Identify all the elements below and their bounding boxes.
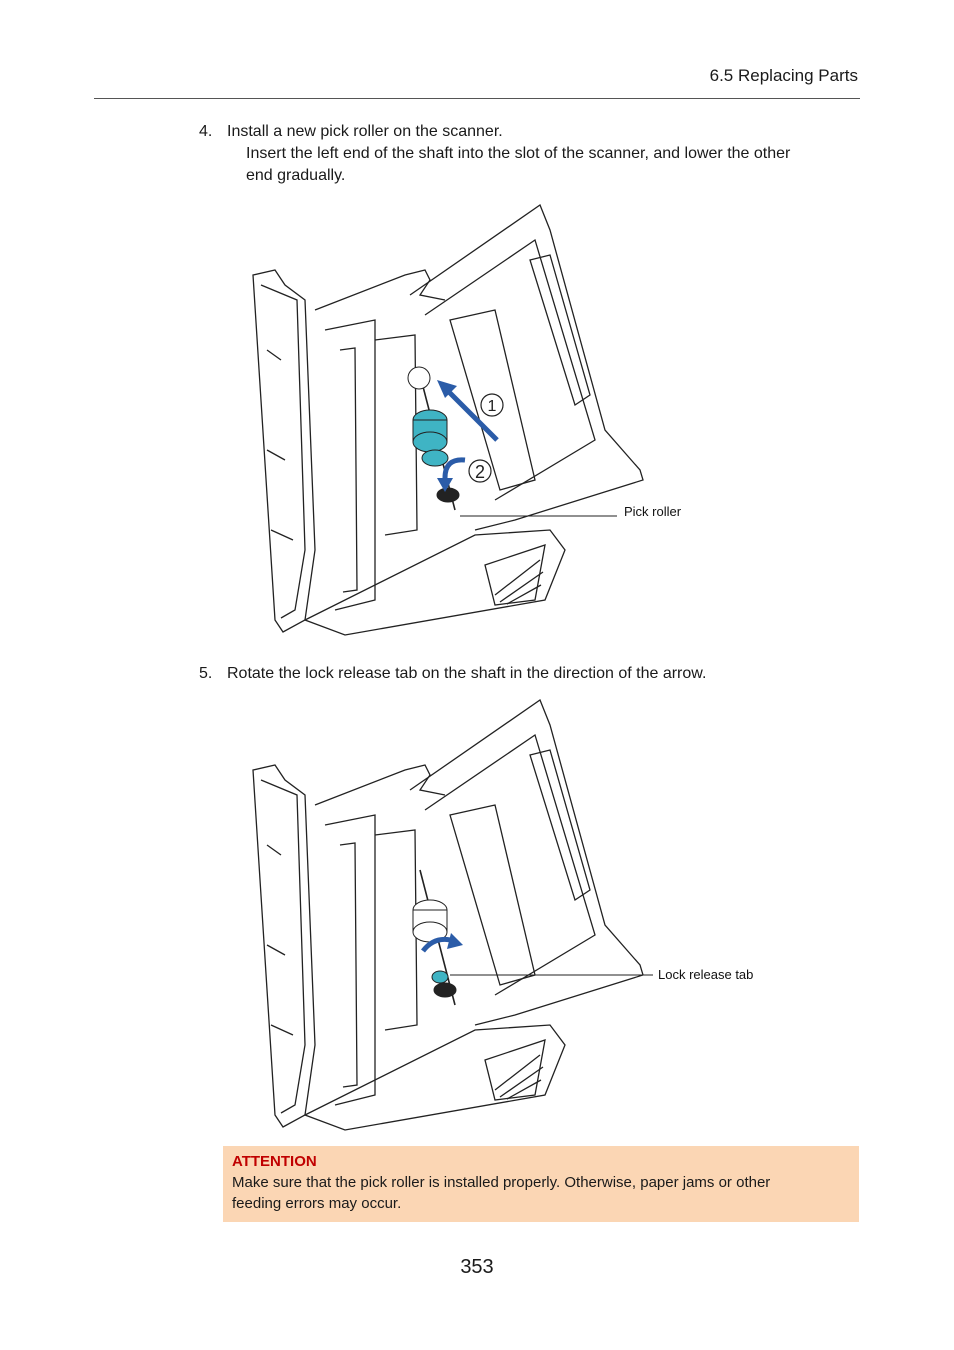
scanner-illustration-insert-roller: 1 2 <box>252 204 644 636</box>
step-detail-line1: Insert the left end of the shaft into th… <box>246 145 791 162</box>
callout-lock-release-tab: Lock release tab <box>658 967 754 982</box>
step-detail-line2: end gradually. <box>246 167 346 184</box>
step-marker-1: 1 <box>488 398 497 415</box>
step-marker-2: 2 <box>475 462 485 482</box>
section-header: 6.5 Replacing Parts <box>709 66 858 85</box>
attention-title: ATTENTION <box>232 1153 317 1170</box>
step-5: 5. Rotate the lock release tab on the sha… <box>199 663 859 685</box>
step-4: 4. Install a new pick roller on the scann… <box>199 121 859 187</box>
page-number: 353 <box>460 1256 494 1278</box>
callout-pick-roller: Pick roller <box>624 504 682 519</box>
attention-line2: feeding errors may occur. <box>232 1195 402 1212</box>
header-rule <box>94 98 860 99</box>
attention-box: ATTENTION Make sure that the pick roller… <box>223 1146 859 1222</box>
step-text: Install a new pick roller on the scanner… <box>227 123 503 140</box>
attention-line1: Make sure that the pick roller is instal… <box>232 1174 771 1191</box>
step-number: 5. <box>199 665 213 682</box>
step-number: 4. <box>199 123 213 140</box>
scanner-illustration-rotate-tab <box>252 699 653 1131</box>
step-text: Rotate the lock release tab on the shaft… <box>227 665 707 682</box>
